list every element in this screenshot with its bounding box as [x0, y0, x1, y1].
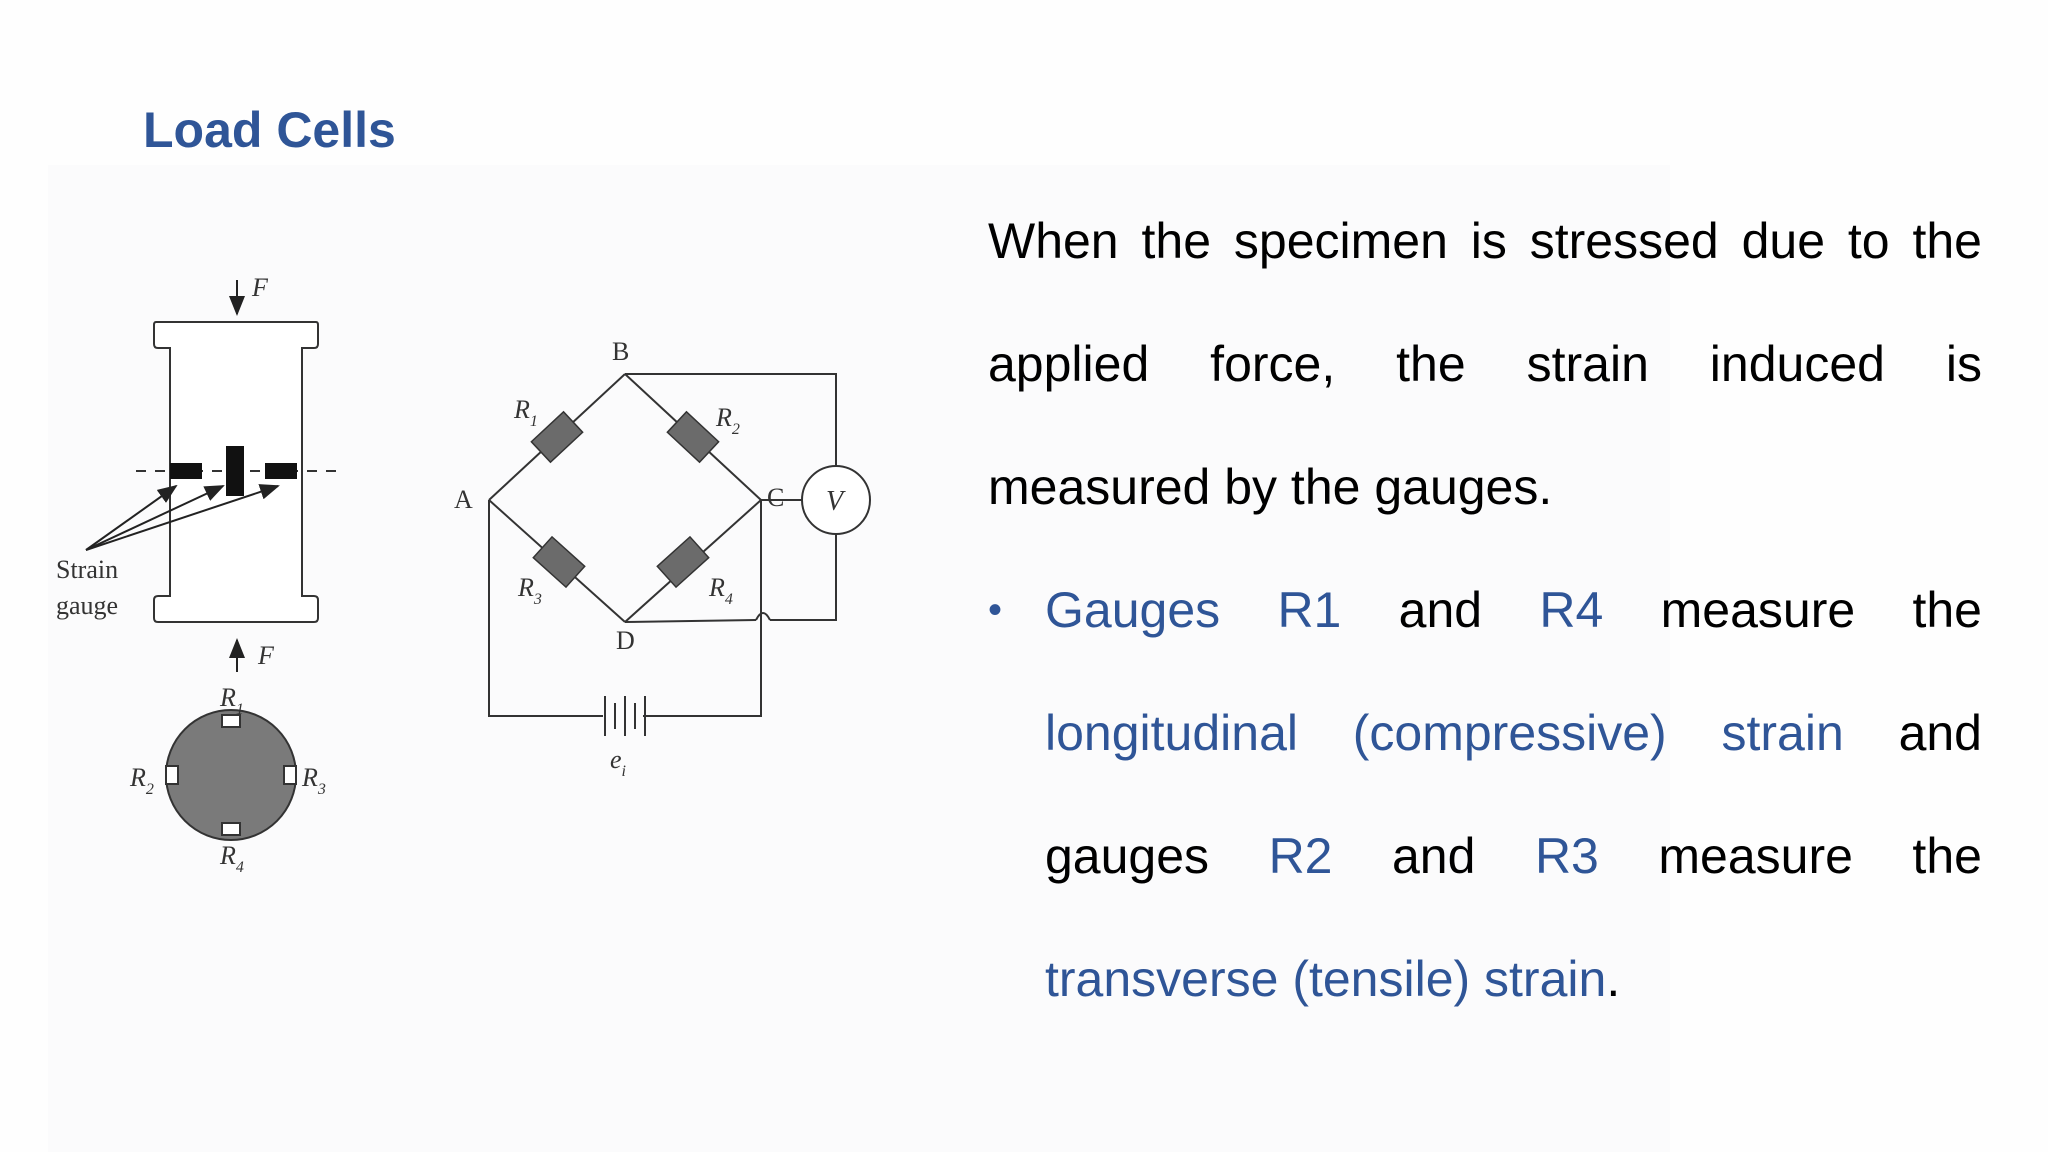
bridge-label-r1: R1	[513, 395, 538, 430]
cross-gauge-r4	[221, 822, 241, 836]
text-and-1: and	[1398, 582, 1483, 638]
node-label-b: B	[612, 337, 629, 366]
pointer-line-3	[85, 484, 280, 551]
battery-source	[604, 696, 646, 736]
text-and-gauges: and gauges	[1045, 705, 1982, 884]
bullet-text: Gauges R1 and R4 measure the longitudina…	[1045, 549, 1982, 1041]
pointer-line-1	[85, 484, 178, 551]
text-r3: R3	[1534, 828, 1599, 884]
strain-gauge-right	[265, 463, 297, 479]
text-r4: R4	[1539, 582, 1604, 638]
text-r1: R1	[1277, 582, 1342, 638]
strain-gauge-center	[226, 446, 244, 496]
bridge-label-r3: R3	[517, 573, 542, 608]
cross-label-r3: R3	[301, 763, 326, 798]
strain-gauge-label-1: Strain	[56, 555, 118, 584]
strain-gauge-label-2: gauge	[56, 591, 118, 620]
bridge-resistor-r2	[666, 410, 720, 464]
bridge-label-r4: R4	[708, 573, 733, 608]
voltmeter-circle	[801, 465, 871, 535]
text-period: .	[1606, 951, 1621, 1007]
cross-gauge-r1	[221, 714, 241, 728]
node-label-d: D	[616, 626, 635, 655]
text-and-3: and	[1392, 828, 1476, 884]
bridge-resistor-r1	[530, 410, 584, 464]
source-label: ei	[610, 745, 626, 780]
body-text: When the specimen is stressed due to the…	[988, 180, 1982, 1041]
bridge-label-r2: R2	[715, 403, 740, 438]
force-label-bottom: F	[257, 641, 275, 670]
load-cell-figure: F Strain gauge F R1 R2 R3 R4	[56, 273, 871, 876]
wheatstone-bridge	[488, 373, 837, 717]
bullet-item: • Gauges R1 and R4 measure the longitudi…	[988, 549, 1982, 1041]
text-longitudinal: longitudinal (compressive) strain	[1045, 705, 1844, 761]
node-label-a: A	[454, 485, 473, 514]
cross-section-circle	[165, 709, 297, 841]
intro-paragraph: When the specimen is stressed due to the…	[988, 213, 1982, 515]
cross-gauge-r2	[165, 765, 179, 785]
voltmeter-label: V	[826, 486, 846, 517]
cross-gauge-r3	[283, 765, 297, 785]
bridge-resistor-r3	[532, 535, 586, 589]
cross-label-r2: R2	[129, 763, 154, 798]
cross-label-r1: R1	[219, 683, 244, 718]
text-measure-the-2: measure the	[1658, 828, 1982, 884]
text-gauges: Gauges	[1045, 582, 1221, 638]
text-measure-the-1: measure the	[1660, 582, 1982, 638]
force-label-top: F	[251, 273, 269, 302]
strain-gauge-left	[170, 463, 202, 479]
bridge-resistor-r4	[656, 535, 710, 589]
pointer-line-2	[85, 485, 225, 551]
bullet-marker: •	[988, 588, 1003, 632]
node-label-c: C	[767, 483, 784, 512]
cross-label-r4: R4	[219, 841, 244, 876]
slide-title: Load Cells	[143, 102, 396, 158]
text-r2: R2	[1268, 828, 1333, 884]
text-transverse: transverse (tensile) strain	[1045, 951, 1607, 1007]
